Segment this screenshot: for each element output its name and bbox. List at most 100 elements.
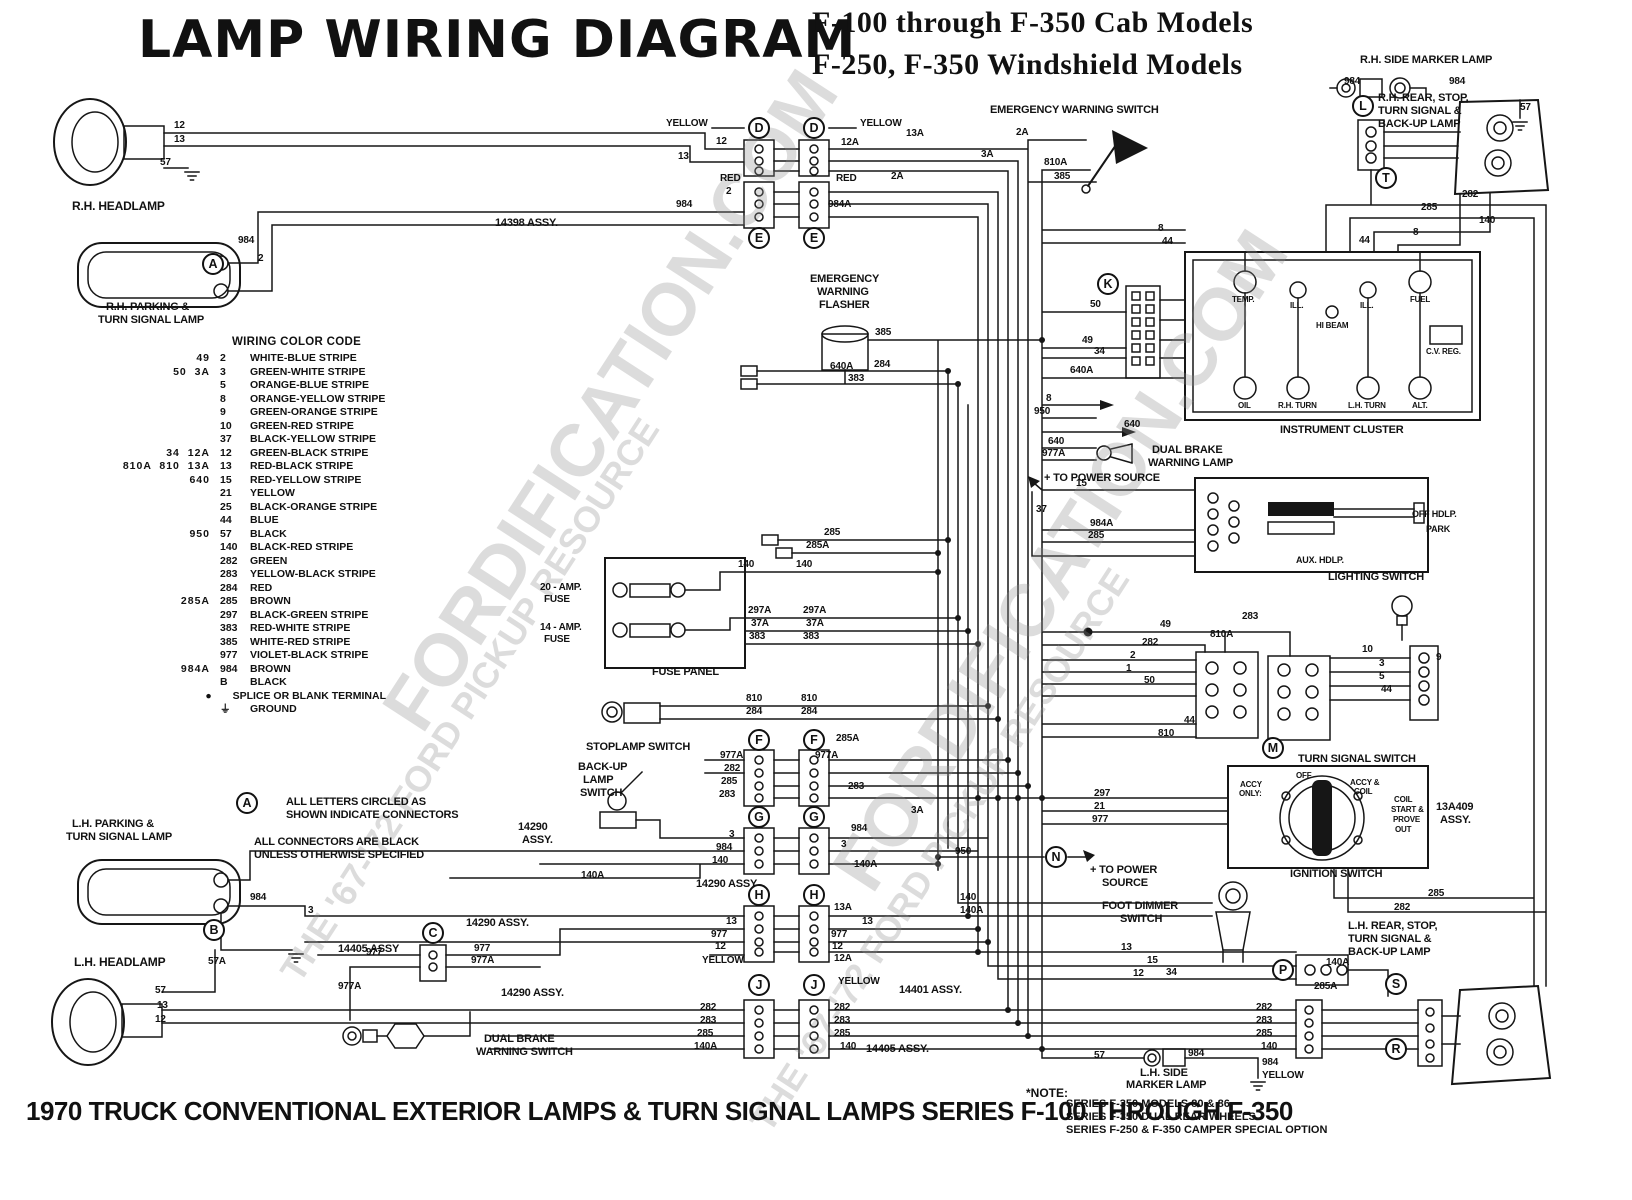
wiring-color-code-title: WIRING COLOR CODE [232, 336, 362, 348]
cc-name: YELLOW-BLACK STRIPE [250, 568, 376, 580]
cc-name: ORANGE-BLUE STRIPE [250, 379, 370, 391]
wire-label: 282 [834, 1002, 851, 1013]
wire-label: 3A [981, 149, 994, 160]
wire-label: 283 [1256, 1015, 1273, 1026]
wire-label: 297 [1094, 788, 1111, 799]
wire-label: 385 [875, 327, 892, 338]
cc-name: RED-BLACK STRIPE [250, 460, 354, 472]
component-label: WARNING [817, 286, 869, 298]
cc-pre: 950 [189, 527, 210, 540]
cc-num: 5 [220, 379, 226, 391]
wire-label: 8 [1046, 393, 1052, 404]
wire-label: 977A [338, 981, 362, 992]
cc-pre [56, 636, 220, 650]
switch-position-label: START & [1391, 805, 1424, 814]
cc-num: 44 [220, 514, 232, 526]
cc-name: BROWN [250, 595, 291, 607]
component-label: R.H. REAR, STOP, [1378, 92, 1469, 104]
cc-num: B [220, 676, 228, 688]
wire-label: 5 [1379, 671, 1385, 682]
wire-label: 140 [840, 1041, 857, 1052]
component-label: R.H. SIDE MARKER LAMP [1360, 54, 1493, 66]
cc-name: BLACK [250, 676, 287, 688]
note-text: SOURCE [1102, 877, 1148, 889]
wire-label: 810 [746, 693, 763, 704]
wire-label: 12 [174, 120, 185, 131]
assembly-label: 13A409 [1436, 801, 1474, 813]
wire-label: 640 [1124, 419, 1141, 430]
connector-badge-h: H [748, 884, 770, 906]
wire-label: 977 [1092, 814, 1109, 825]
wire-label: 977 [366, 947, 383, 958]
wire-label: 810 [801, 693, 818, 704]
cc-name: WHITE-RED STRIPE [250, 635, 351, 648]
wire-label: 283 [719, 789, 736, 800]
wire-label: 984 [1188, 1048, 1205, 1059]
wire-label: 13 [862, 916, 873, 927]
cc-pre [56, 406, 220, 420]
wire-label: 282 [724, 763, 741, 774]
cc-num: 282 [220, 554, 238, 567]
subtitle-cab-models: F-100 through F-350 Cab Models [812, 6, 1254, 39]
gauge-label: OIL [1238, 401, 1251, 410]
component-label: TURN SIGNAL SWITCH [1298, 753, 1416, 765]
cc-name: VIOLET-BLACK STRIPE [250, 649, 369, 661]
cc-num: 977 [220, 649, 238, 661]
connector-badge-a: A [236, 792, 258, 814]
component-label: STOPLAMP SWITCH [586, 741, 691, 753]
component-label: BACK-UP LAMP [1378, 118, 1461, 130]
cc-num: 8 [220, 392, 226, 405]
note-text: ALL LETTERS CIRCLED AS [286, 796, 426, 808]
cc-name: GREEN-BLACK STRIPE [250, 446, 369, 459]
switch-position-label: PARK [1426, 524, 1451, 534]
wire-label: 12 [716, 136, 727, 147]
color-code-row: 977 VIOLET-BLACK STRIPE [56, 649, 386, 663]
component-label: DUAL BRAKE [484, 1033, 555, 1045]
cc-pre: 49 [196, 352, 210, 364]
wire-label: 984 [238, 235, 255, 246]
connector-badge-d: D [748, 117, 770, 139]
note-text: + TO POWER [1090, 864, 1158, 876]
assembly-label: 14290 [518, 821, 548, 833]
wire-label: 13 [726, 916, 737, 927]
wire-label: 284 [874, 359, 891, 370]
connector-badge-m: M [1262, 737, 1284, 759]
wire-label: 984 [716, 842, 733, 853]
connector-badge-p: P [1272, 959, 1294, 981]
wire-label: 2A [891, 171, 904, 182]
wire-label: 57 [160, 157, 171, 168]
component-label: L.H. REAR, STOP, [1348, 920, 1438, 932]
wire-label: 984 [1449, 76, 1466, 87]
connector-badge-b: B [203, 919, 225, 941]
wire-label: 977A [471, 955, 495, 966]
gauge-label: C.V. REG. [1426, 347, 1461, 356]
component-label: EMERGENCY WARNING SWITCH [990, 104, 1159, 116]
wire-label: 285 [697, 1028, 714, 1039]
wire-label: 284 [801, 706, 818, 717]
wire-label: 140A [960, 905, 984, 916]
component-label: L.H. SIDE [1140, 1067, 1188, 1079]
assembly-label: 14290 ASSY. [696, 878, 759, 890]
component-label: FUSE PANEL [652, 666, 719, 678]
cc-num: 283 [220, 568, 238, 580]
component-label: SWITCH [1120, 913, 1163, 925]
wire-label: 984 [851, 823, 868, 834]
wire-label: 3 [1379, 658, 1385, 669]
cc-num: 12 [220, 446, 232, 459]
cc-pre: 50 3A [173, 365, 210, 378]
wire-label: 3 [308, 905, 314, 916]
assembly-label: 14290 ASSY. [501, 987, 564, 999]
connector-badge-r: R [1385, 1038, 1407, 1060]
gauge-label: ILL. [1360, 301, 1374, 310]
component-label: LAMP [583, 774, 614, 786]
cc-pre [56, 649, 220, 663]
wire-label: 44 [1184, 715, 1195, 726]
cc-name: BLACK-YELLOW STRIPE [250, 433, 376, 445]
